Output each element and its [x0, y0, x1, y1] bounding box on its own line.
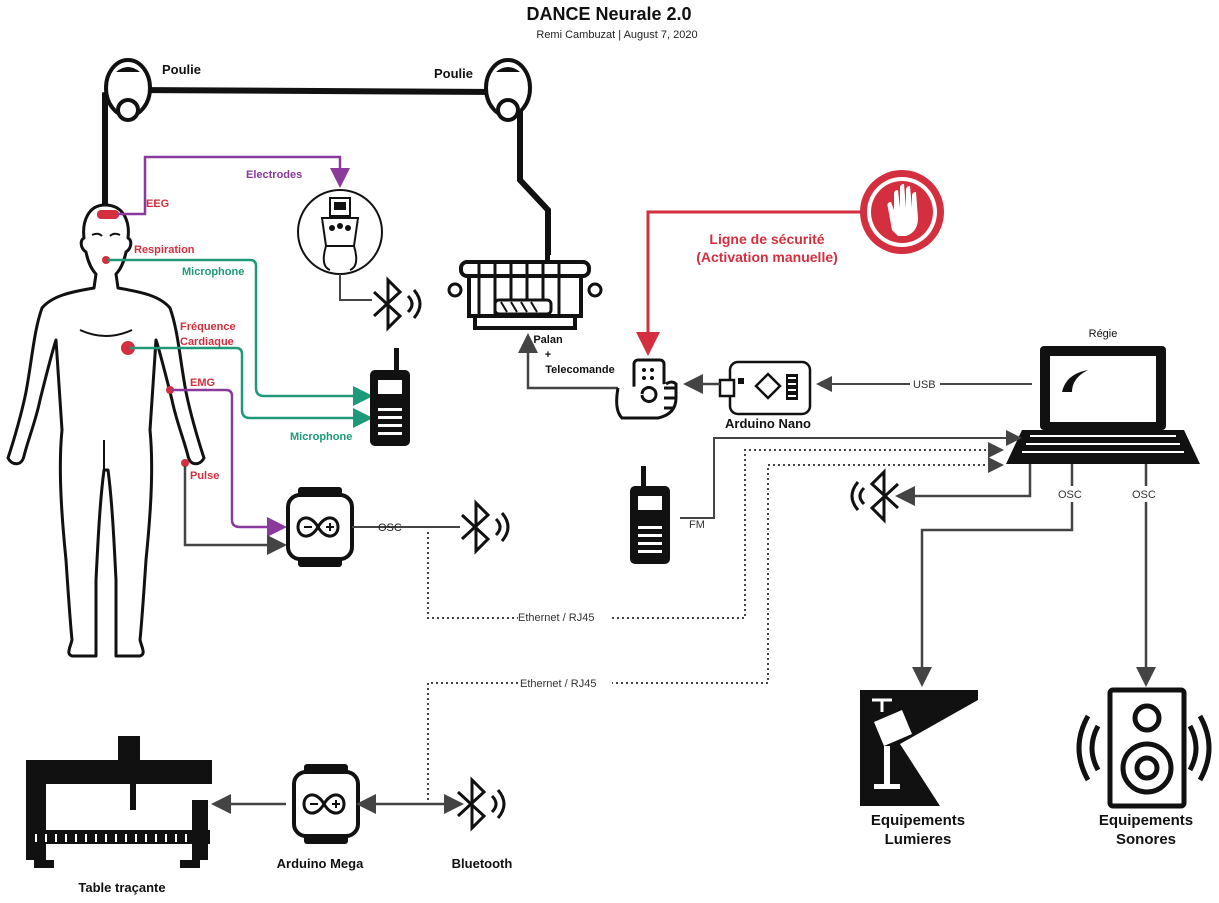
pulse-connection	[183, 466, 287, 555]
osc-sound-label: OSC	[1132, 489, 1156, 501]
electrode-cap-icon	[297, 189, 383, 275]
pulley-left-label: Poulie	[162, 62, 201, 77]
bluetooth-icon	[460, 499, 510, 555]
frequence-label-2: Cardiaque	[180, 336, 234, 348]
ethernet-2-bg	[520, 675, 612, 691]
ethernet-line-1	[427, 442, 1004, 619]
emg-label: EMG	[190, 377, 215, 389]
pulley-icon	[484, 58, 532, 122]
respiration-sensor	[102, 256, 110, 264]
usb-bg	[910, 376, 940, 392]
eeg-connection	[118, 155, 350, 216]
arduino-nano-icon	[718, 360, 812, 416]
lights-label-2: Lumieres	[885, 831, 952, 848]
remote-control-icon	[615, 358, 678, 420]
walkie-talkie-icon	[370, 348, 410, 446]
human-body-icon	[6, 203, 206, 658]
emg-connection	[172, 388, 287, 537]
osc-lights-label: OSC	[1058, 489, 1082, 501]
ethernet-label-2: Ethernet / RJ45	[520, 678, 596, 690]
bluetooth-icon	[372, 276, 422, 332]
emg-sensor	[166, 386, 174, 394]
respiration-label: Respiration	[134, 244, 195, 256]
sound-label-1: Equipements	[1099, 812, 1193, 829]
walkie-talkie-icon	[630, 466, 670, 564]
lights-label-1: Equipements	[871, 812, 965, 829]
safety-label-1: Ligne de sécurité	[709, 231, 824, 247]
safety-label-2: (Activation manuelle)	[696, 249, 838, 265]
heart-mic-connection	[130, 346, 373, 428]
pulse-sensor	[181, 459, 189, 467]
osc-lights-bg	[1056, 486, 1088, 502]
ethernet-line-2	[427, 457, 1004, 800]
ethernet-label-1: Ethernet / RJ45	[518, 612, 594, 624]
eeg-sensor	[97, 210, 119, 219]
bluetooth-icon	[850, 468, 900, 524]
heart-sensor	[121, 341, 135, 355]
arduino-watch-icon	[292, 764, 360, 844]
laptop-to-bt	[895, 464, 1032, 506]
arduino-watch-icon	[286, 487, 354, 567]
speaker-icon	[1076, 687, 1212, 809]
bluetooth-label: Bluetooth	[452, 856, 513, 871]
plotter-icon	[26, 736, 212, 868]
page-title: DANCE Neurale 2.0	[526, 4, 691, 24]
regie-label: Régie	[1089, 328, 1118, 340]
usb-label: USB	[913, 379, 936, 391]
palan-label: Palan	[533, 334, 563, 346]
respiration-mic-connection	[108, 258, 373, 406]
fm-label: FM	[689, 519, 705, 531]
laptop-icon	[1006, 346, 1200, 464]
spotlight-icon	[860, 690, 978, 806]
osc-sound-bg	[1130, 486, 1162, 502]
microphone-bottom-label: Microphone	[290, 431, 352, 443]
electrode-to-bt	[339, 274, 372, 301]
arduino-nano-label: Arduino Nano	[725, 416, 811, 431]
electrodes-label: Electrodes	[246, 169, 302, 181]
remote-to-hoist	[518, 333, 618, 390]
arduino-mega-label: Arduino Mega	[277, 856, 364, 871]
stop-hand-icon	[860, 170, 944, 254]
eeg-label: EEG	[146, 198, 169, 210]
page-subtitle: Remi Cambuzat | August 7, 2020	[536, 29, 697, 41]
microphone-top-label: Microphone	[182, 266, 244, 278]
frequence-label-1: Fréquence	[180, 321, 236, 333]
ethernet-1-bg	[518, 609, 610, 625]
pulley-icon	[104, 58, 152, 122]
pulse-label: Pulse	[190, 470, 219, 482]
osc-body-label: OSC	[378, 522, 402, 534]
rope-system: Poulie Poulie	[102, 58, 551, 255]
table-label: Table traçante	[78, 880, 165, 895]
bluetooth-icon	[456, 776, 506, 832]
pulley-right-label: Poulie	[434, 66, 473, 81]
telecommande-label: Telecomande	[545, 364, 615, 376]
hoist-icon	[447, 228, 603, 330]
safety-connection	[636, 210, 862, 356]
sound-label-2: Sonores	[1116, 831, 1176, 848]
fm-connection	[680, 430, 1022, 519]
plus-label: +	[545, 349, 551, 361]
